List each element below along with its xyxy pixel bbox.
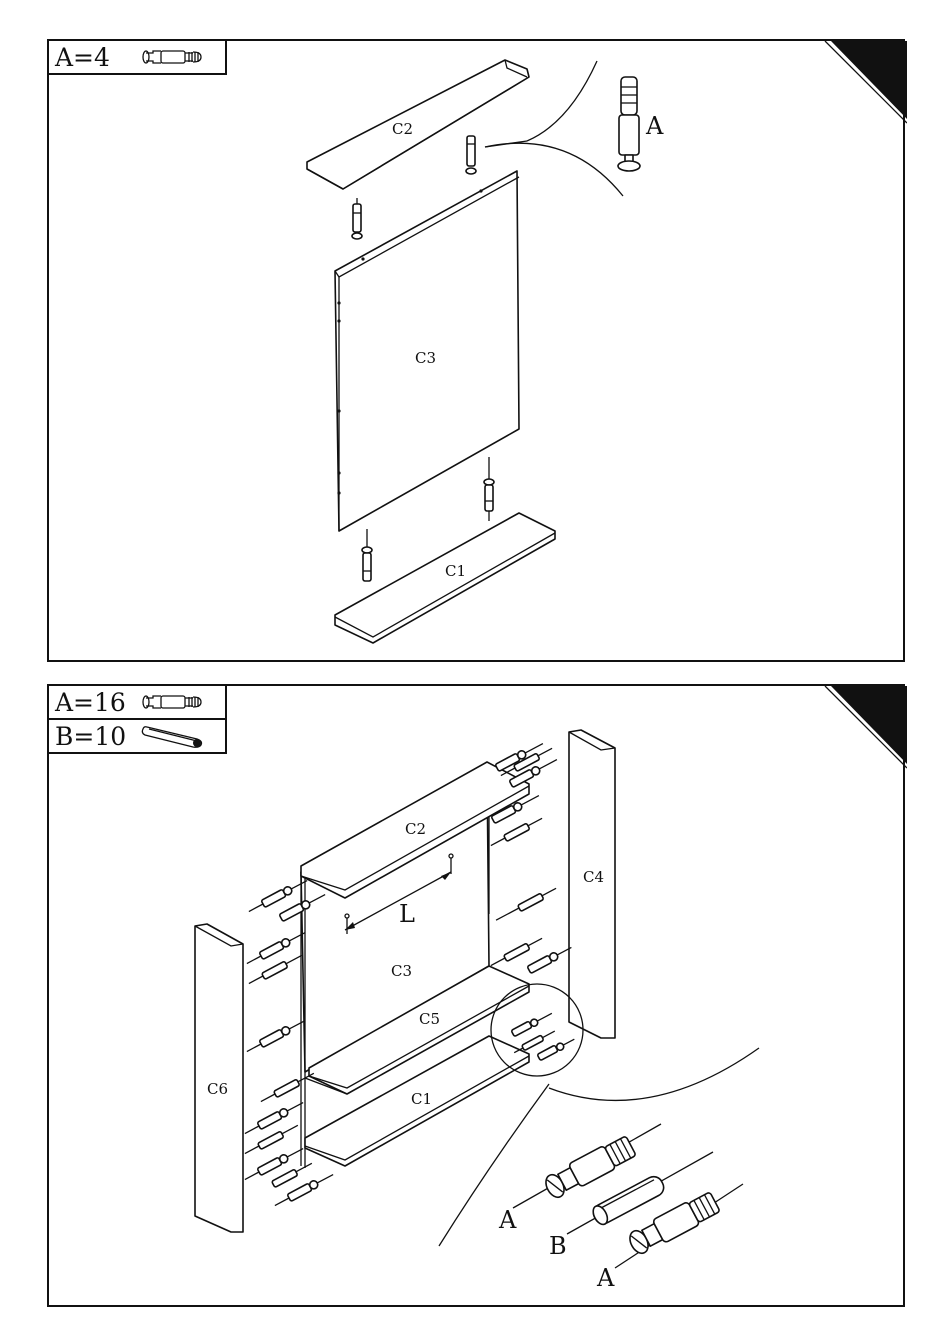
label-c4: C4 [583, 868, 604, 886]
callout-a-bottom: A [596, 1264, 615, 1292]
label-c3: C3 [415, 349, 436, 367]
cam-fitting-icon [484, 479, 494, 511]
label-c2: C2 [392, 120, 413, 138]
label-c6: C6 [207, 1080, 228, 1098]
detail-leader-arc [549, 1048, 759, 1100]
detail-magnifier [491, 984, 583, 1076]
panel-c6 [195, 924, 243, 1232]
detail-leader-arc [527, 61, 597, 141]
assembly-step-2: A=16 B=10 C4 [47, 684, 905, 1307]
step-1-drawing: C2 A [49, 41, 907, 664]
callout-a: A [645, 112, 664, 140]
assembly-step-1: A=4 C2 [47, 39, 905, 662]
label-c1: C1 [411, 1090, 432, 1108]
dimension-label: L [399, 900, 415, 928]
cam-fitting-icon [466, 136, 476, 174]
step-2-drawing: C4 C2 L C3 C5 [49, 686, 907, 1309]
callout-b: B [549, 1232, 567, 1260]
callout-a-top: A [498, 1206, 517, 1234]
cam-dowel-detail-icon [618, 77, 640, 171]
fittings-right [489, 740, 573, 973]
label-c3: C3 [391, 962, 412, 980]
panel-c2 [307, 60, 529, 189]
cam-fitting-icon [362, 547, 372, 581]
detail-leader-arc [439, 1084, 549, 1246]
corner-tab [831, 686, 907, 764]
label-c1: C1 [445, 562, 466, 580]
cam-fitting-icon [352, 204, 362, 239]
label-c5: C5 [419, 1010, 440, 1028]
corner-tab [831, 41, 907, 119]
label-c2: C2 [405, 820, 426, 838]
